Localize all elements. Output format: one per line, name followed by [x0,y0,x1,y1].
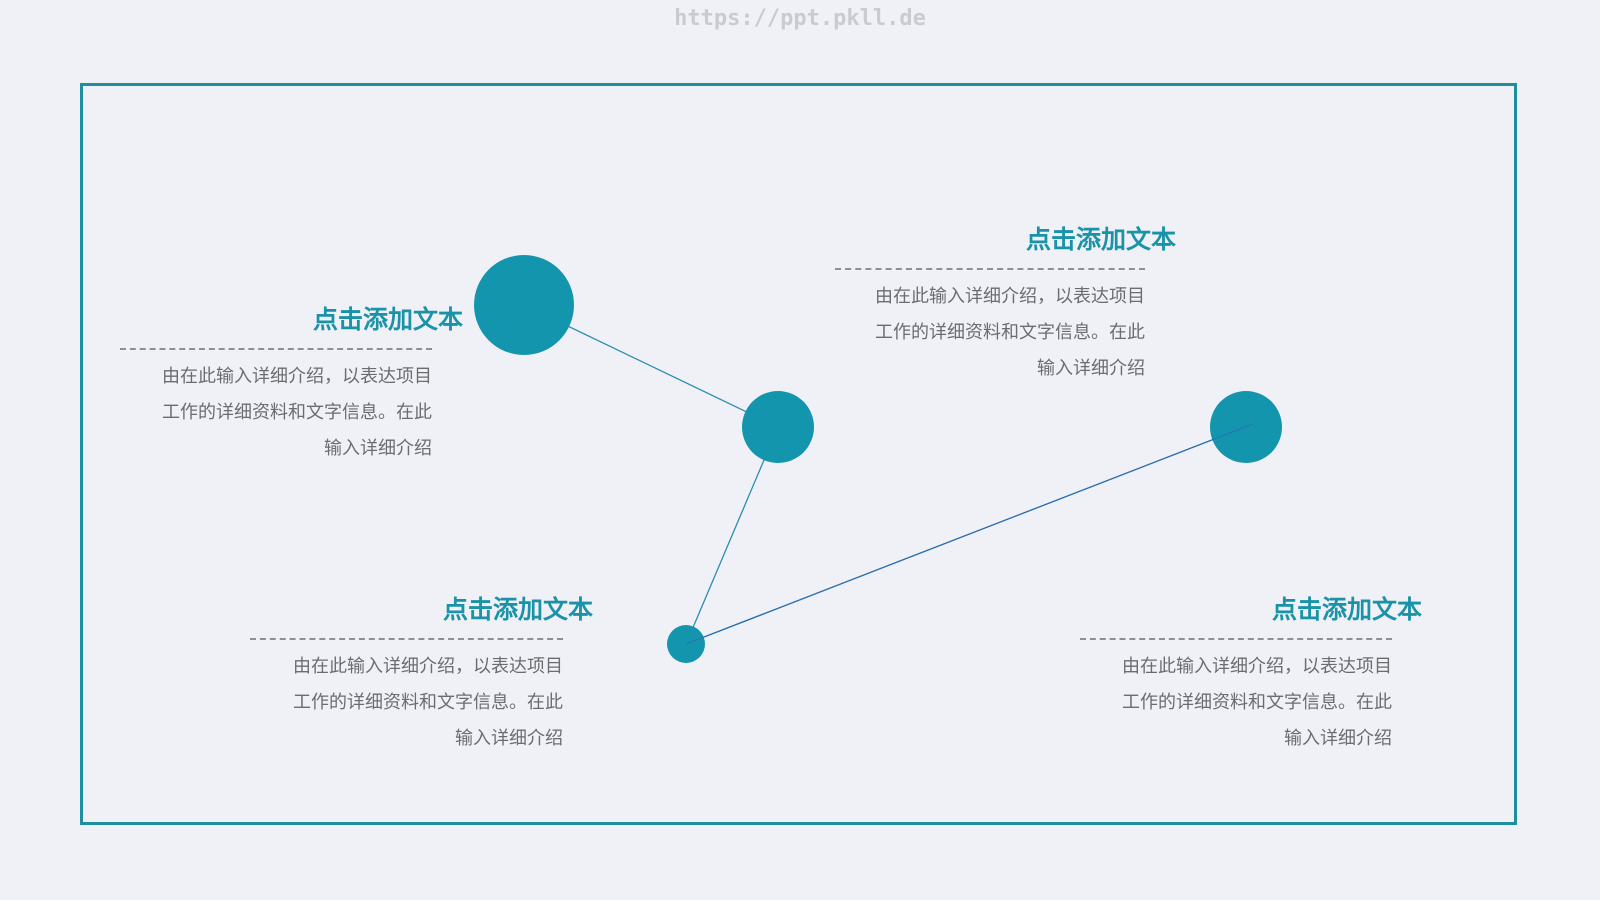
content-frame [80,83,1517,825]
connector-line-2 [685,426,779,645]
block-body[interactable]: 由在此输入详细介绍，以表达项目 工作的详细资料和文字信息。在此 输入详细介绍 [1122,649,1392,757]
dashed-divider [835,268,1145,270]
text-block-left-bottom: 点击添加文本 由在此输入详细介绍，以表达项目 工作的详细资料和文字信息。在此 输… [250,595,593,749]
connector-line-3-overlay [685,423,1254,645]
body-line: 工作的详细资料和文字信息。在此 [1122,692,1392,713]
body-line: 输入详细介绍 [455,728,563,749]
text-block-right-bottom: 点击添加文本 由在此输入详细介绍，以表达项目 工作的详细资料和文字信息。在此 输… [1080,595,1422,749]
text-block-left-top: 点击添加文本 由在此输入详细介绍，以表达项目 工作的详细资料和文字信息。在此 输… [120,305,463,459]
body-line: 由在此输入详细介绍，以表达项目 [162,366,432,387]
node-circle-large [474,255,574,355]
body-line: 由在此输入详细介绍，以表达项目 [293,656,563,677]
block-body[interactable]: 由在此输入详细介绍，以表达项目 工作的详细资料和文字信息。在此 输入详细介绍 [875,279,1145,387]
text-block-right-top: 点击添加文本 由在此输入详细介绍，以表达项目 工作的详细资料和文字信息。在此 输… [835,225,1176,379]
body-line: 输入详细介绍 [1037,358,1145,379]
block-body[interactable]: 由在此输入详细介绍，以表达项目 工作的详细资料和文字信息。在此 输入详细介绍 [162,359,432,467]
block-title[interactable]: 点击添加文本 [1271,595,1422,624]
dashed-divider [1080,638,1392,640]
dashed-divider [250,638,563,640]
body-line: 由在此输入详细介绍，以表达项目 [1122,656,1392,677]
block-title[interactable]: 点击添加文本 [442,595,593,624]
dashed-divider [120,348,432,350]
node-circle-medium [742,391,814,463]
body-line: 输入详细介绍 [1284,728,1392,749]
body-line: 由在此输入详细介绍，以表达项目 [875,286,1145,307]
body-line: 工作的详细资料和文字信息。在此 [875,322,1145,343]
block-title[interactable]: 点击添加文本 [1025,225,1176,254]
body-line: 输入详细介绍 [324,438,432,459]
watermark-url: https://ppt.pkll.de [674,6,926,31]
body-line: 工作的详细资料和文字信息。在此 [162,402,432,423]
block-title[interactable]: 点击添加文本 [312,305,463,334]
block-body[interactable]: 由在此输入详细介绍，以表达项目 工作的详细资料和文字信息。在此 输入详细介绍 [293,649,563,757]
body-line: 工作的详细资料和文字信息。在此 [293,692,563,713]
